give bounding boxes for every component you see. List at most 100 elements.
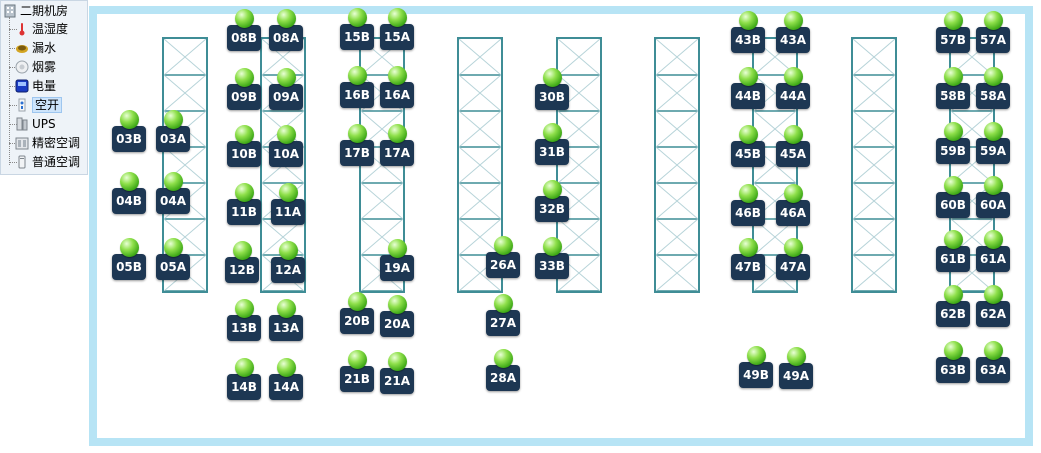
tree-item-smoke[interactable]: 烟雾 [15,58,56,76]
sensor-17A[interactable]: 17A [380,124,414,166]
sensor-44A[interactable]: 44A [776,67,810,109]
sensor-57A[interactable]: 57A [976,11,1010,53]
tree-item-air-switch[interactable]: 空开 [15,96,63,114]
sensor-label: 05B [112,254,146,280]
sensor-05A[interactable]: 05A [156,238,190,280]
tree-item-ac[interactable]: 普通空调 [15,153,80,171]
tree-item-power-meter[interactable]: 电量 [15,77,56,95]
tree-item-precision-ac[interactable]: 精密空调 [15,134,80,152]
status-ok-icon [984,67,1003,86]
sensor-33B[interactable]: 33B [535,237,569,279]
sensor-label: 11A [271,199,305,225]
sensor-60A[interactable]: 60A [976,176,1010,218]
sensor-43B[interactable]: 43B [731,11,765,53]
sensor-46A[interactable]: 46A [776,184,810,226]
status-ok-icon [739,67,758,86]
sensor-27A[interactable]: 27A [486,294,520,336]
sensor-label: 10B [227,141,261,167]
sensor-09A[interactable]: 09A [269,68,303,110]
tree-item-temp-humidity[interactable]: 温湿度 [15,20,68,38]
sensor-12B[interactable]: 12B [225,241,259,283]
sensor-31B[interactable]: 31B [535,123,569,165]
sensor-47B[interactable]: 47B [731,238,765,280]
sensor-11A[interactable]: 11A [271,183,305,225]
sensor-12A[interactable]: 12A [271,241,305,283]
sensor-13A[interactable]: 13A [269,299,303,341]
sensor-15A[interactable]: 15A [380,8,414,50]
sensor-16B[interactable]: 16B [340,66,374,108]
sensor-17B[interactable]: 17B [340,124,374,166]
status-ok-icon [784,238,803,257]
sensor-05B[interactable]: 05B [112,238,146,280]
sensor-11B[interactable]: 11B [227,183,261,225]
sensor-62B[interactable]: 62B [936,285,970,327]
air-switch-icon [15,98,29,112]
tree-item-ups[interactable]: UPS [15,115,56,133]
status-ok-icon [279,241,298,260]
sensor-10B[interactable]: 10B [227,125,261,167]
sensor-label: 27A [486,310,520,336]
sensor-20A[interactable]: 20A [380,295,414,337]
sensor-08A[interactable]: 08A [269,9,303,51]
sensor-label: 19A [380,255,414,281]
sensor-14B[interactable]: 14B [227,358,261,400]
sensor-47A[interactable]: 47A [776,238,810,280]
sensor-63B[interactable]: 63B [936,341,970,383]
tree-item-water-leak[interactable]: 漏水 [15,39,56,57]
sensor-61B[interactable]: 61B [936,230,970,272]
sensor-21A[interactable]: 21A [380,352,414,394]
sensor-20B[interactable]: 20B [340,292,374,334]
sensor-label: 33B [535,253,569,279]
sensor-13B[interactable]: 13B [227,299,261,341]
sensor-label: 43B [731,27,765,53]
sensor-46B[interactable]: 46B [731,184,765,226]
sensor-label: 03B [112,126,146,152]
sensor-63A[interactable]: 63A [976,341,1010,383]
sensor-08B[interactable]: 08B [227,9,261,51]
status-ok-icon [348,66,367,85]
sensor-21B[interactable]: 21B [340,350,374,392]
sensor-61A[interactable]: 61A [976,230,1010,272]
status-ok-icon [494,294,513,313]
rack-column [851,37,897,293]
sensor-58A[interactable]: 58A [976,67,1010,109]
sensor-59A[interactable]: 59A [976,122,1010,164]
sensor-30B[interactable]: 30B [535,68,569,110]
sensor-04A[interactable]: 04A [156,172,190,214]
sensor-59B[interactable]: 59B [936,122,970,164]
sensor-49A[interactable]: 49A [779,347,813,389]
sensor-43A[interactable]: 43A [776,11,810,53]
sensor-03B[interactable]: 03B [112,110,146,152]
sensor-label: 16B [340,82,374,108]
rack-column [556,37,602,293]
status-ok-icon [747,346,766,365]
sensor-19A[interactable]: 19A [380,239,414,281]
sensor-label: 20B [340,308,374,334]
sensor-10A[interactable]: 10A [269,125,303,167]
status-ok-icon [739,125,758,144]
sensor-15B[interactable]: 15B [340,8,374,50]
tree-root[interactable]: 二期机房 [3,3,68,19]
sensor-62A[interactable]: 62A [976,285,1010,327]
sensor-09B[interactable]: 09B [227,68,261,110]
status-ok-icon [120,238,139,257]
sensor-57B[interactable]: 57B [936,11,970,53]
sensor-label: 57A [976,27,1010,53]
sensor-14A[interactable]: 14A [269,358,303,400]
status-ok-icon [944,122,963,141]
status-ok-icon [543,180,562,199]
sensor-03A[interactable]: 03A [156,110,190,152]
sensor-32B[interactable]: 32B [535,180,569,222]
sensor-60B[interactable]: 60B [936,176,970,218]
sensor-label: 49B [739,362,773,388]
sensor-58B[interactable]: 58B [936,67,970,109]
sensor-45A[interactable]: 45A [776,125,810,167]
sensor-16A[interactable]: 16A [380,66,414,108]
sensor-44B[interactable]: 44B [731,67,765,109]
sensor-26A[interactable]: 26A [486,236,520,278]
sensor-28A[interactable]: 28A [486,349,520,391]
sensor-45B[interactable]: 45B [731,125,765,167]
sensor-04B[interactable]: 04B [112,172,146,214]
status-ok-icon [944,285,963,304]
sensor-49B[interactable]: 49B [739,346,773,388]
